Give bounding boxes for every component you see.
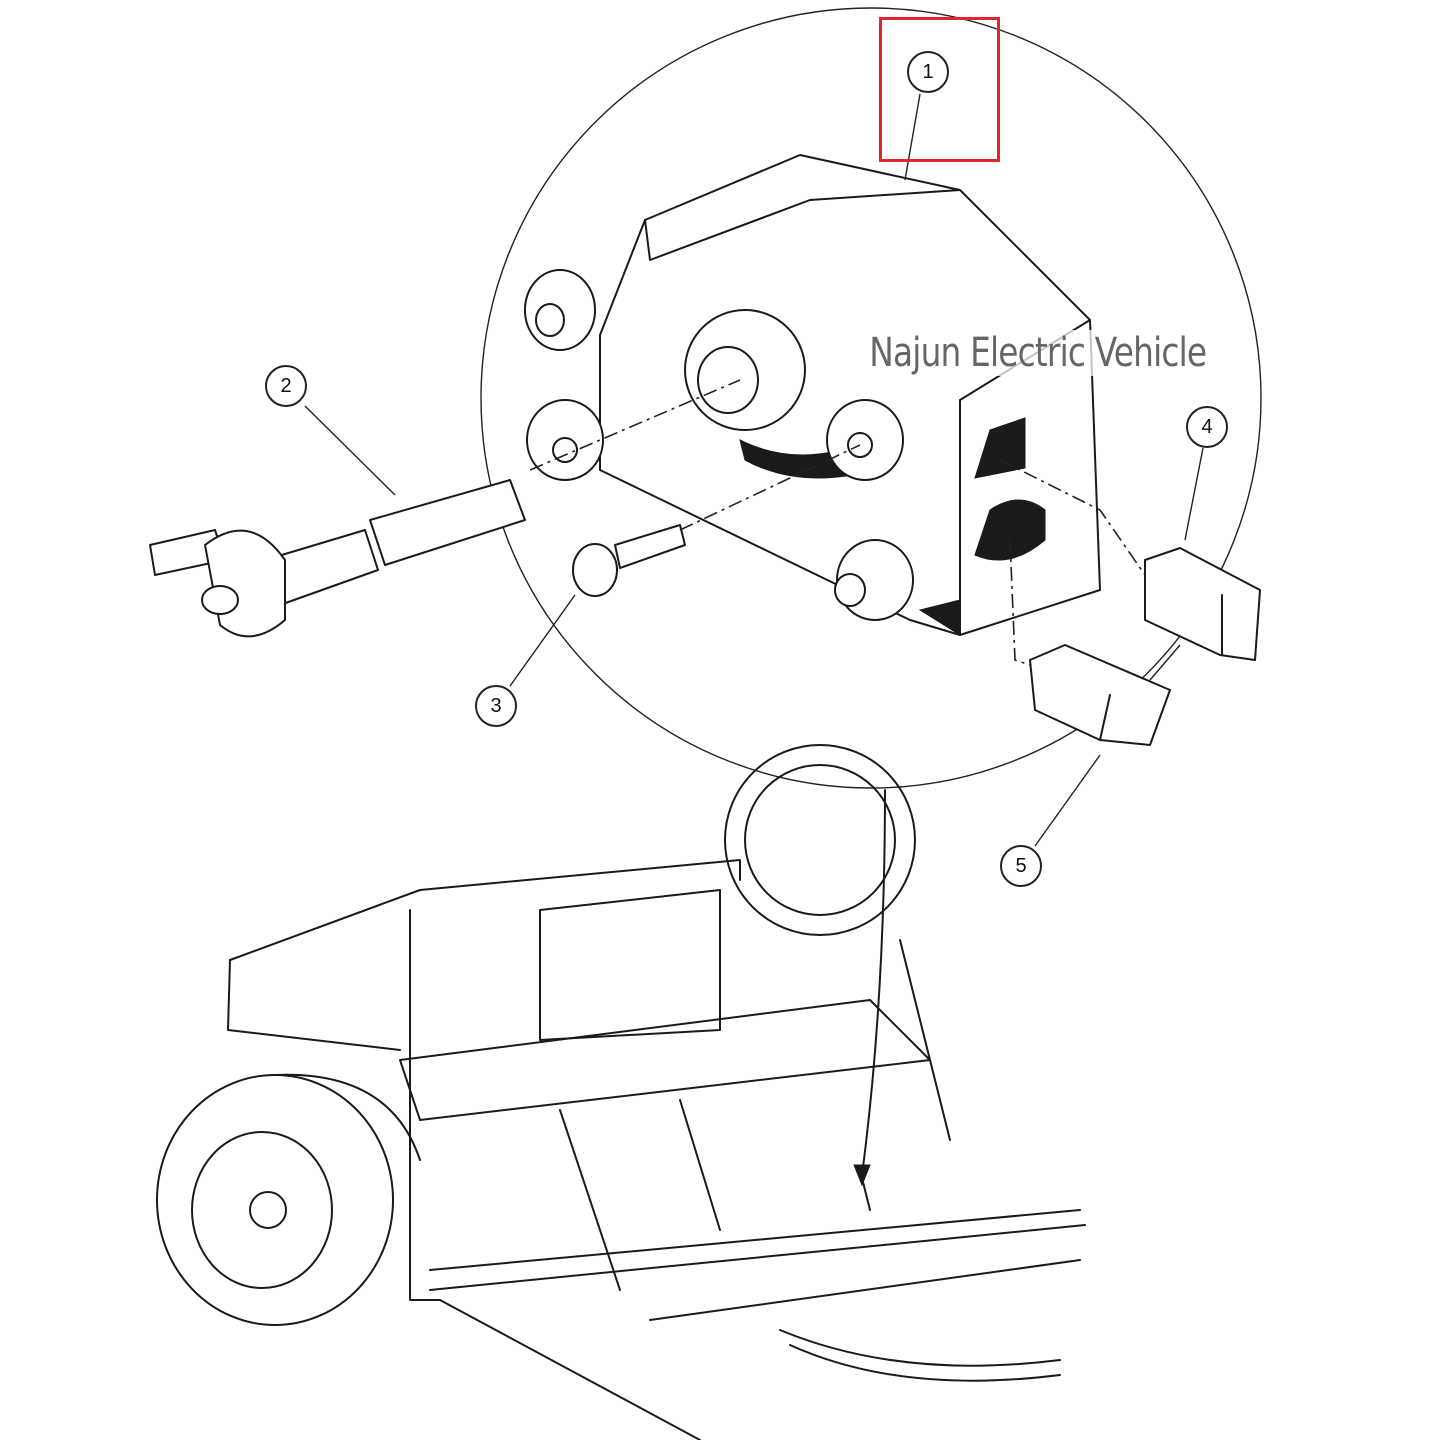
callout-2: 2: [265, 365, 307, 407]
screw: [572, 524, 686, 597]
callout-4: 4: [1186, 406, 1228, 448]
shaft: [149, 479, 526, 638]
callout-3: 3: [475, 685, 517, 727]
highlight-box: [879, 17, 1000, 162]
callout-1: 1: [907, 51, 949, 93]
switch-body: [524, 154, 1101, 636]
detail-circle: [480, 7, 1262, 789]
connector-4: [1144, 547, 1261, 661]
callout-5: 5: [1000, 845, 1042, 887]
vehicle-frame: [156, 744, 1086, 1440]
watermark: Najun Electric Vehicle: [866, 330, 1210, 376]
connector-5: [1029, 644, 1171, 746]
